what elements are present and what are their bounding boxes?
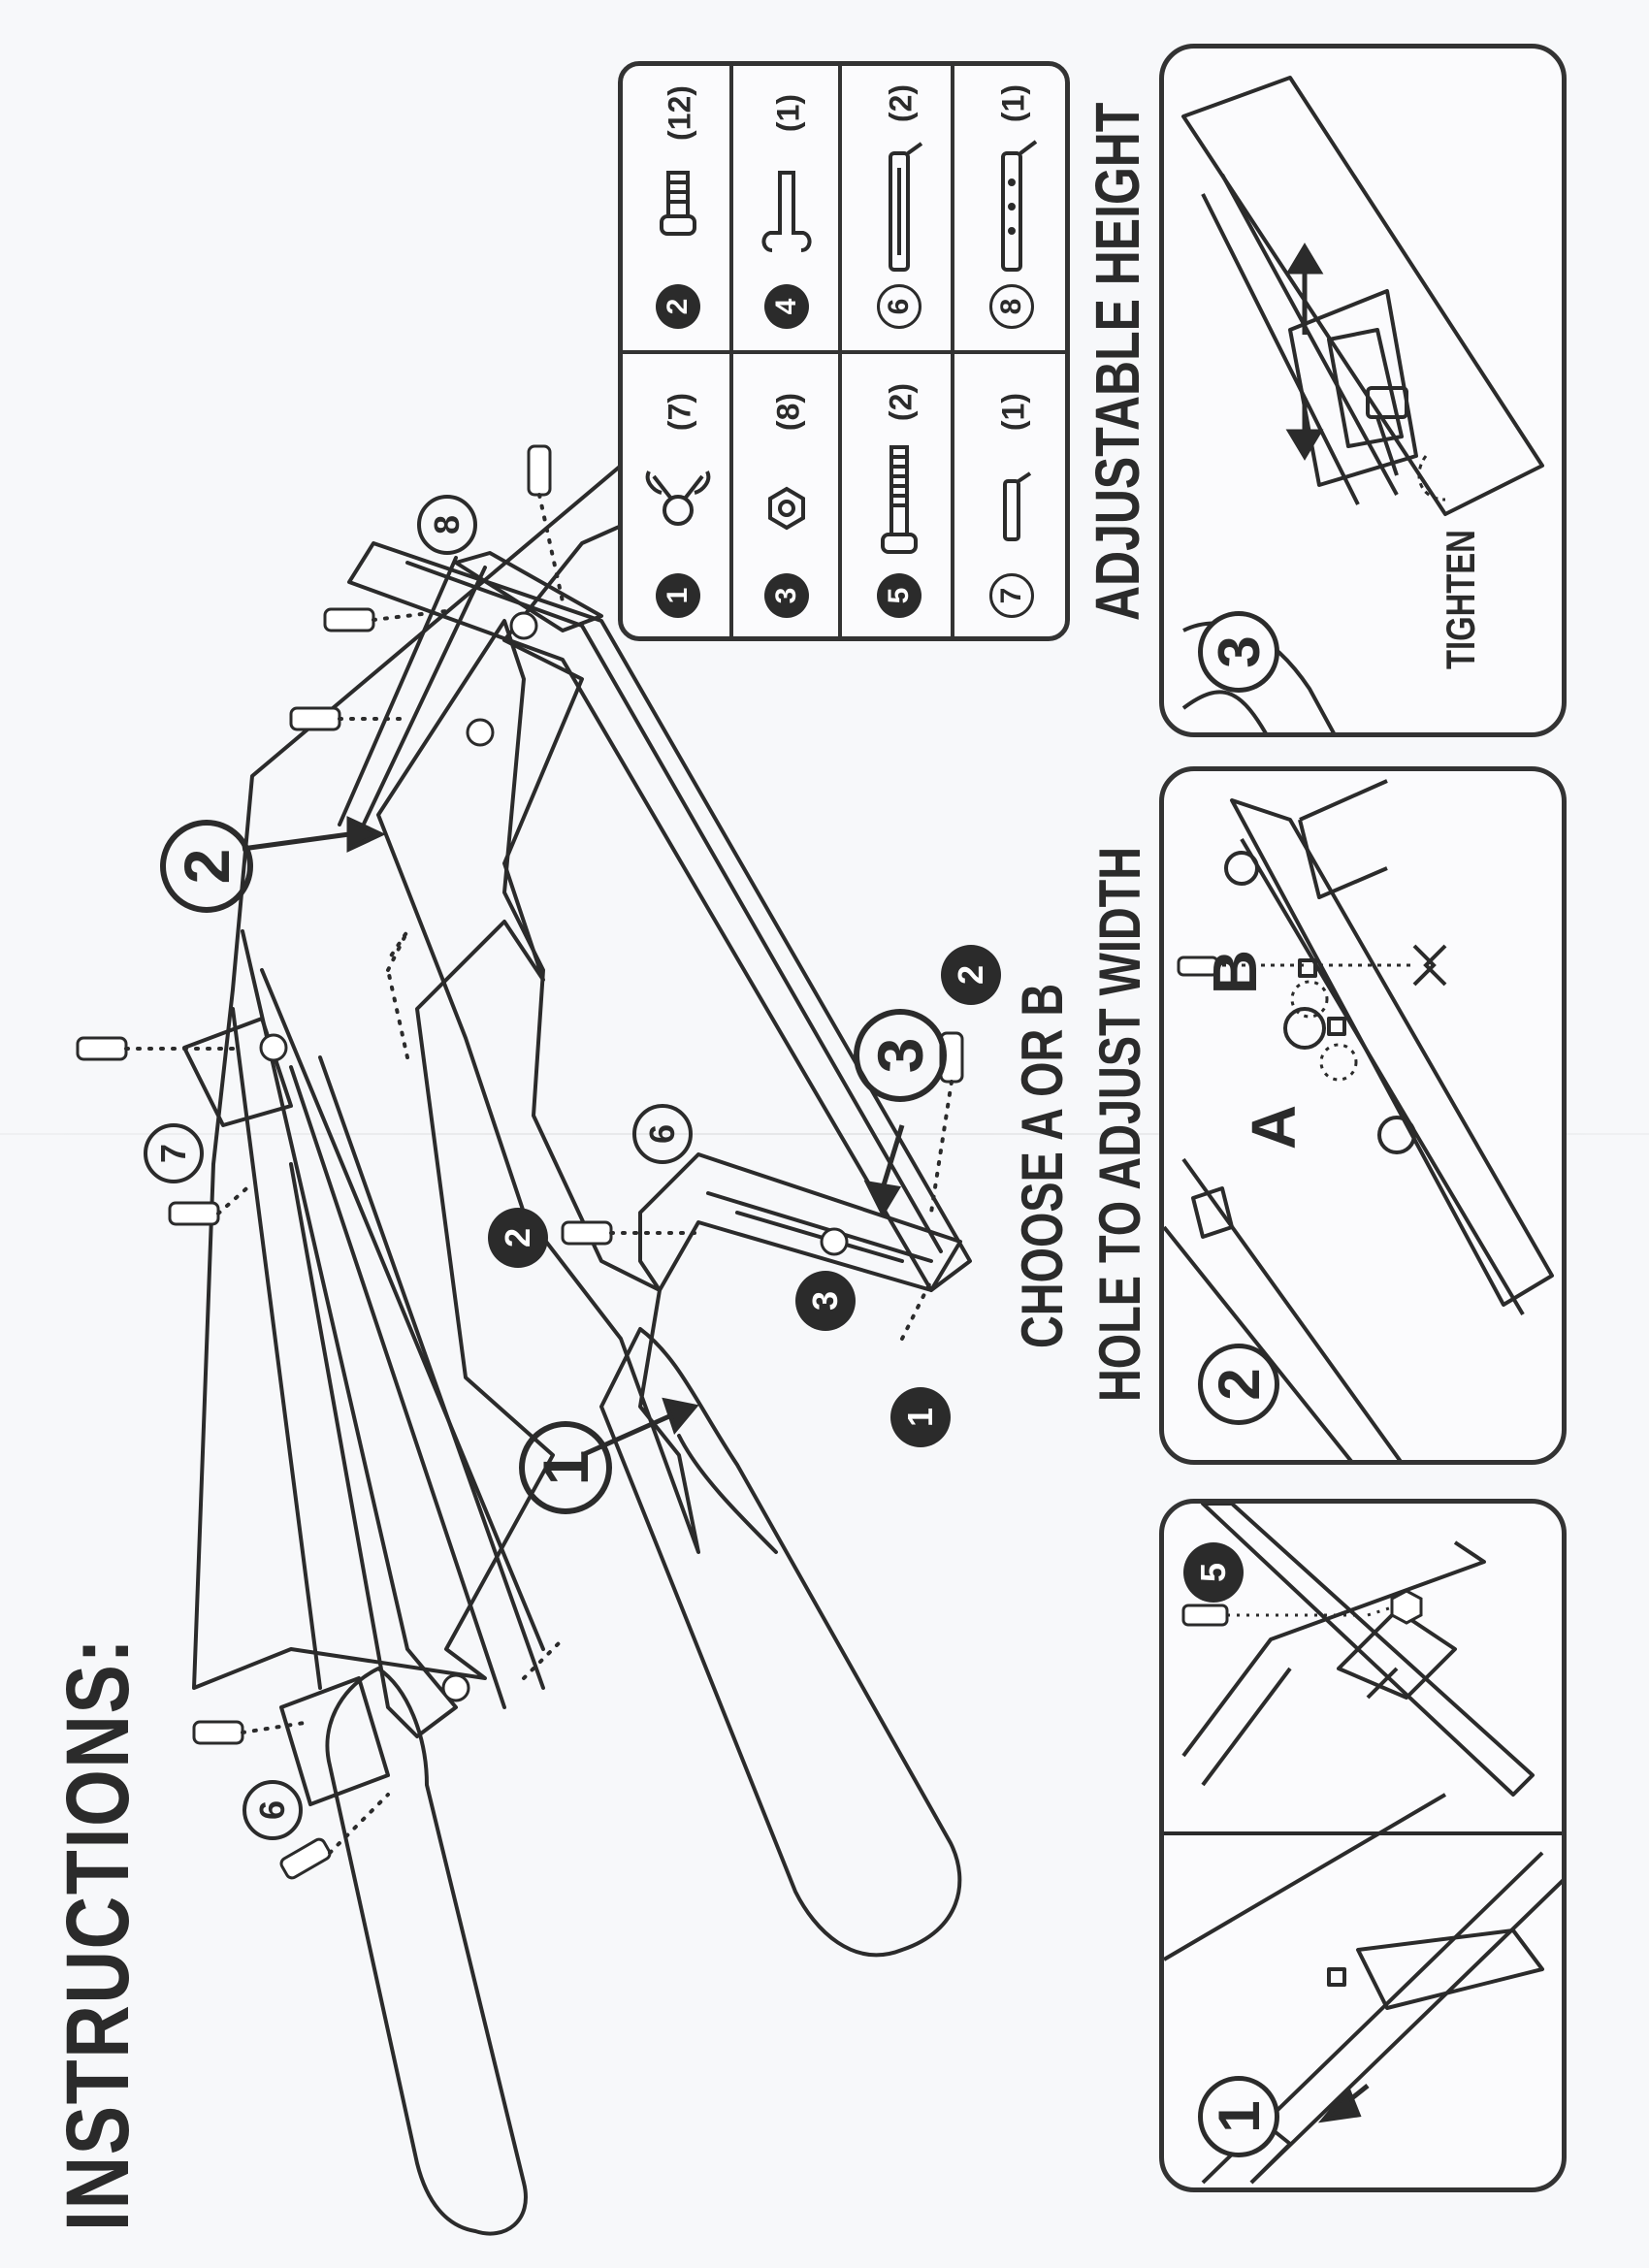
part-callout: 6 (632, 1104, 693, 1164)
nut-icon (820, 1227, 849, 1256)
bracket-6-right (638, 1152, 962, 1292)
assembly-step-callout: 1 (519, 1421, 612, 1514)
part-quantity: (1) (770, 93, 806, 133)
bolt-icon (1181, 1604, 1229, 1627)
part-cell: 4 (1) (731, 66, 842, 351)
step3-panel: 3 TIGHTEN (1159, 44, 1567, 737)
bolt-icon (168, 1201, 220, 1226)
part-quantity: (2) (883, 83, 919, 123)
nut-icon (259, 1033, 288, 1062)
part-callout: 8 (417, 495, 477, 555)
tighten-label: TIGHTEN (1438, 530, 1483, 669)
part-number: 7 (989, 573, 1034, 618)
bolt-icon (323, 607, 375, 632)
bolt-icon (561, 1220, 613, 1246)
part-quantity: (8) (770, 392, 806, 432)
long-bolt-icon (881, 445, 918, 554)
option-b-label: B (1200, 949, 1271, 995)
paper-fold-line (0, 1133, 1649, 1135)
part-number: 2 (656, 284, 700, 329)
part-cell: 1 (7) (623, 355, 733, 636)
handle-left (325, 1667, 528, 2236)
nut-icon (466, 718, 495, 747)
nut-icon (509, 611, 538, 640)
bolt-icon (1177, 956, 1219, 977)
part-cell: 2 (12) (623, 66, 733, 351)
assembly-step-callout: 2 (160, 820, 253, 913)
bolt-icon (279, 1837, 332, 1880)
step3-caption: ADJUSTABLE HEIGHT (1083, 102, 1152, 622)
part-cell: 8 (1) (956, 66, 1065, 351)
part-quantity: (7) (662, 392, 697, 432)
part-quantity: (2) (883, 382, 919, 422)
bracket-6-left (279, 1676, 390, 1806)
step3-number: 3 (1198, 611, 1279, 693)
part-cell: 5 (2) (844, 355, 954, 636)
bolt-icon (76, 1036, 128, 1061)
part-quantity: (1) (995, 392, 1031, 432)
short-bracket-icon (1003, 471, 1032, 541)
assembly-step-callout: 3 (854, 1009, 947, 1102)
step2-panel: A B 2 (1159, 766, 1567, 1465)
part-number: 1 (656, 573, 700, 618)
parts-list-table: 1 (7) 2 (12) 3 (8) (618, 61, 1070, 641)
nut-icon (1390, 1589, 1423, 1625)
wrench-icon (761, 171, 812, 252)
part-callout: 2 (488, 1208, 548, 1268)
part-number: 3 (764, 573, 809, 618)
part-cell: 7 (1) (956, 355, 1065, 636)
nut-icon (441, 1673, 470, 1702)
part-callout: 2 (941, 945, 1001, 1005)
part-cell: 3 (8) (731, 355, 842, 636)
step2-number: 2 (1198, 1344, 1279, 1425)
step1-panel: 5 1 (1159, 1499, 1567, 2192)
bolt-icon (527, 444, 552, 497)
hex-nut-icon (768, 486, 805, 531)
part-number: 6 (877, 284, 922, 329)
part-callout: 3 (795, 1271, 856, 1331)
part-callout: 7 (144, 1123, 204, 1183)
part-quantity: (1) (995, 83, 1031, 123)
blade-insert-illustration (1164, 1504, 1562, 2185)
bracket-7 (182, 1017, 293, 1127)
bolt-icon (289, 706, 341, 731)
front-blade (192, 464, 671, 1690)
part-number: 8 (989, 284, 1034, 329)
handle-lower (599, 1327, 962, 1958)
step1-number: 1 (1198, 2076, 1279, 2157)
part-number: 4 (764, 284, 809, 329)
part-cell: 6 (2) (844, 66, 954, 351)
wing-nut-icon (645, 470, 711, 526)
step2-caption-line2: HOLE TO ADJUST WIDTH (1087, 846, 1152, 1402)
part-callout: 5 (1183, 1542, 1244, 1603)
bolt-icon (192, 1720, 244, 1745)
short-bolt-icon (660, 171, 696, 236)
part-quantity: (12) (662, 85, 697, 141)
step2-caption-line1: CHOOSE A OR B (1010, 983, 1075, 1348)
slotted-bracket-icon (889, 142, 923, 272)
part-callout: 6 (242, 1780, 303, 1840)
part-callout: 1 (890, 1387, 951, 1447)
long-bracket-icon (1001, 140, 1038, 272)
option-a-label: A (1239, 1104, 1310, 1150)
part-number: 5 (877, 573, 922, 618)
width-adjust-illustration (1164, 779, 1554, 1460)
bracket-8 (454, 551, 603, 632)
